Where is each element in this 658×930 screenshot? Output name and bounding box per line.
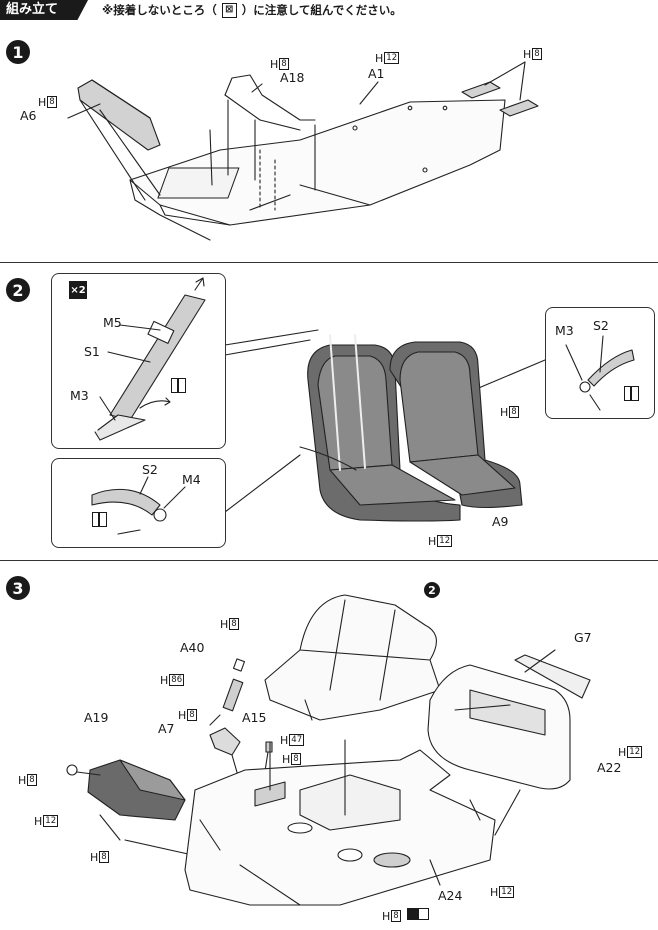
glue-note-suffix: ）に注意して組んでください。 <box>241 3 402 17</box>
part-label-a1: A1 <box>368 66 385 81</box>
part-label-a7: A7 <box>158 721 175 736</box>
header-bar: 組み立て ※接着しないところ（ ⊠ ）に注意して組んでください。 <box>0 0 658 20</box>
half-glue-icon <box>171 378 186 393</box>
ref-step-2-badge: 2 <box>424 582 440 598</box>
step3-g7-a22-drawing <box>427 649 591 790</box>
part-label-a6: A6 <box>20 108 37 123</box>
glue-note-prefix: ※接着しないところ（ <box>102 3 217 17</box>
part-label-a15: A15 <box>242 710 267 725</box>
part-label-s2-right: S2 <box>593 318 609 333</box>
step3-seats-drawing <box>264 594 441 721</box>
step-number-2: 2 <box>6 278 30 302</box>
part-label-a40: A40 <box>180 640 205 655</box>
half-glue-icon <box>624 386 639 401</box>
step-divider-2 <box>0 560 658 561</box>
step2-seats-drawing <box>299 334 523 522</box>
step-number-1: 1 <box>6 40 30 64</box>
step3-a24-floor-drawing <box>184 739 521 906</box>
glue-note: ※接着しないところ（ ⊠ ）に注意して組んでください。 <box>102 2 402 18</box>
two-tone-paint-icon <box>407 908 429 920</box>
step3-small-parts-drawing <box>66 727 273 861</box>
step3-a40-drawing <box>209 658 246 726</box>
step-divider-1 <box>0 262 658 263</box>
half-glue-icon <box>92 512 107 527</box>
part-label-s2: S2 <box>142 462 158 477</box>
quantity-x2-icon: ×2 <box>69 281 87 299</box>
step1-chassis-drawing <box>67 61 539 241</box>
step-number-3: 3 <box>6 576 30 600</box>
part-label-m5: M5 <box>103 315 122 330</box>
part-label-a18: A18 <box>280 70 305 85</box>
part-label-m3: M3 <box>70 388 89 403</box>
part-label-a9: A9 <box>492 514 509 529</box>
part-label-a19: A19 <box>84 710 109 725</box>
no-glue-icon: ⊠ <box>221 2 237 18</box>
part-label-g7: G7 <box>574 630 592 645</box>
part-label-a24: A24 <box>438 888 463 903</box>
part-label-m3-right: M3 <box>555 323 574 338</box>
part-label-s1: S1 <box>84 344 100 359</box>
part-label-m4: M4 <box>182 472 201 487</box>
page-title: 組み立て <box>0 0 89 20</box>
part-label-a22: A22 <box>597 760 622 775</box>
